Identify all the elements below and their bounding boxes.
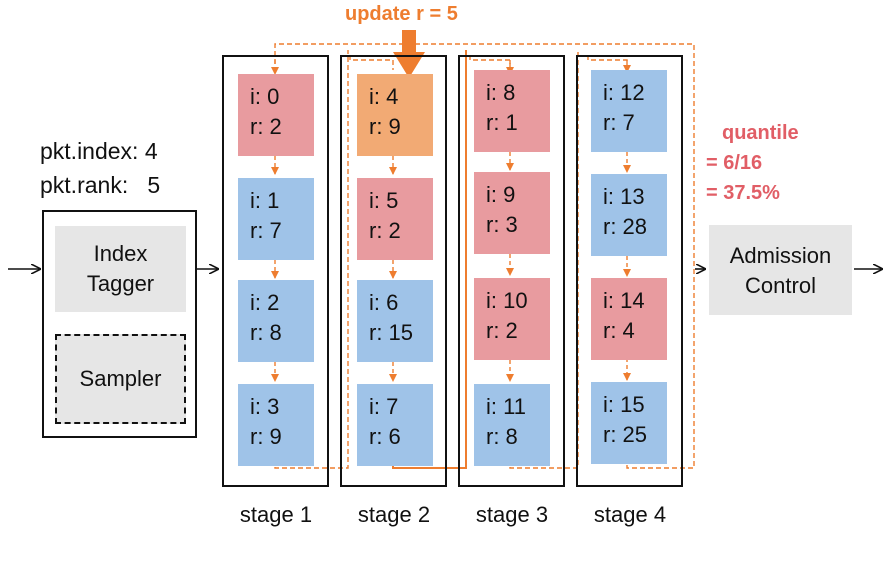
stage-4-cell-4: i: 15 r: 25 [591,382,667,464]
admission-line2: Control [745,273,816,298]
cell-index: i: 12 [603,80,645,105]
stage-1-box [222,55,329,487]
cell-rank: r: 8 [250,320,282,345]
cell-index: i: 11 [486,394,526,419]
cell-rank: r: 9 [369,114,401,139]
stage-2-cell-3: i: 6 r: 15 [357,280,433,362]
cell-rank: r: 1 [486,110,518,135]
cell-index: i: 5 [369,188,399,213]
cell-index: i: 4 [369,84,399,109]
quantile-percent: = 37.5% [706,182,780,204]
intra-stage-arrows [271,60,631,382]
stage-1-label: stage 1 [239,502,313,527]
index-tagger-line2: Tagger [86,271,155,296]
stage-4-cell-3: i: 14 r: 4 [591,278,667,360]
pkt-rank-label: pkt.rank: 5 [40,172,161,198]
stage-2-cell-2: i: 5 r: 2 [357,178,433,260]
cell-index: i: 14 [603,288,645,313]
sampler-label: Sampler [79,366,162,391]
cell-index: i: 15 [603,392,645,417]
stage-3-cell-2: i: 9 r: 3 [474,172,550,254]
stage-1-cell-2: i: 1 r: 7 [238,178,314,260]
update-label: update r = 5 [345,3,458,25]
admission-control-box: Admission Control [709,225,852,315]
stage-3-label: stage 3 [475,502,549,527]
stage-3-cell-3: i: 10 r: 2 [474,278,550,360]
admission-line1: Admission [729,243,832,268]
cell-index: i: 3 [250,394,280,419]
stage-2-cell-4: i: 7 r: 6 [357,384,433,466]
cell-rank: r: 25 [603,422,648,447]
cell-rank: r: 28 [603,214,648,239]
stage-2-cell-1: i: 4 r: 9 [357,74,433,156]
cell-rank: r: 2 [250,114,282,139]
cell-rank: r: 2 [369,218,401,243]
cell-rank: r: 3 [486,212,518,237]
cell-rank: r: 4 [603,318,635,343]
cell-index: i: 8 [486,80,516,105]
cell-rank: r: 2 [486,318,518,343]
cell-index: i: 7 [369,394,399,419]
quantile-fraction: = 6/16 [706,152,763,174]
cell-rank: r: 15 [369,320,414,345]
sampler-box: Sampler [55,334,186,424]
cell-rank: r: 9 [250,424,282,449]
cell-index: i: 10 [486,288,528,313]
index-tagger-box: Index Tagger [55,226,186,312]
cell-rank: r: 6 [369,424,401,449]
stage-1-cell-1: i: 0 r: 2 [238,74,314,156]
tagger-container: Index Tagger Sampler [42,210,197,438]
stage-3-cell-1: i: 8 r: 1 [474,70,550,152]
stage-3-box [458,55,565,487]
stage-4-box [576,55,683,487]
cell-rank: r: 7 [603,110,635,135]
stage-1-cell-3: i: 2 r: 8 [238,280,314,362]
pkt-index-label: pkt.index: 4 [40,138,158,164]
cell-index: i: 2 [250,290,280,315]
cell-index: i: 9 [486,182,516,207]
stage-4-cell-1: i: 12 r: 7 [591,70,667,152]
cell-index: i: 13 [603,184,645,209]
quantile-label: quantile [722,122,799,144]
stage-3-cell-4: i: 11 r: 8 [474,384,550,466]
cell-index: i: 0 [250,84,280,109]
stage-2-label: stage 2 [357,502,431,527]
stage-4-label: stage 4 [593,502,667,527]
top-dashed-line [274,43,695,469]
cell-rank: r: 8 [486,424,518,449]
index-tagger-line1: Index [93,241,148,266]
stage-4-cell-2: i: 13 r: 28 [591,174,667,256]
cell-index: i: 6 [369,290,399,315]
update-arrow [393,30,425,78]
stage-1-cell-4: i: 3 r: 9 [238,384,314,466]
stage-2-box [340,55,447,487]
cell-rank: r: 7 [250,218,282,243]
cell-index: i: 1 [250,188,280,213]
